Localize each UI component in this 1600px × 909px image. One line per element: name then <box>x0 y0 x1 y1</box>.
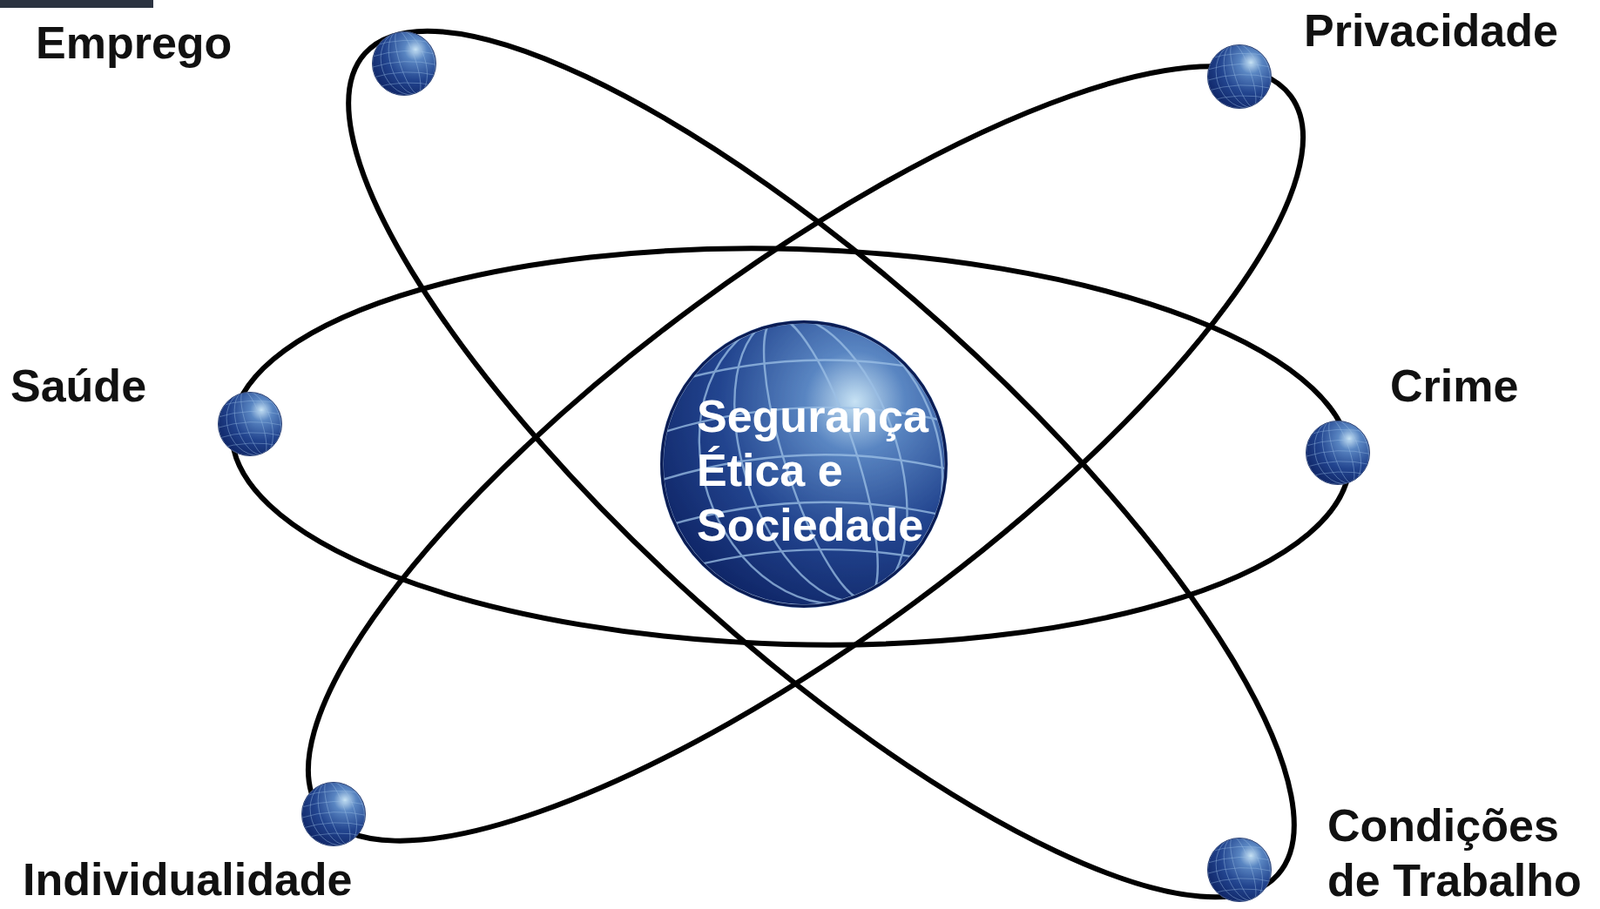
topic-label: Privacidade <box>1303 3 1559 58</box>
orbit-globe: Condições de Trabalho <box>1206 837 1273 904</box>
topic-label: Individualidade <box>22 852 353 907</box>
orbit-globe: Saúde <box>216 391 284 458</box>
orbit-globe: Emprego <box>371 30 438 97</box>
topic-label: Saúde <box>10 358 147 413</box>
orbit-ellipse <box>210 0 1401 909</box>
orbit-globe: Crime <box>1304 419 1371 487</box>
orbit-globe: Individualidade <box>300 781 367 848</box>
globe-circle <box>1304 419 1371 487</box>
center-globe: Segurança Ética e Sociedade <box>655 316 952 613</box>
orbit-ellipse <box>241 0 1402 909</box>
topic-label: Crime <box>1390 358 1519 413</box>
orbit-ellipse <box>226 233 1356 661</box>
globe-circle <box>371 30 438 97</box>
center-title: Segurança Ética e Sociedade <box>696 389 941 553</box>
topic-label: Condições de Trabalho <box>1327 798 1594 908</box>
corner-bar <box>0 0 154 8</box>
orbit-globe: Privacidade <box>1206 43 1273 110</box>
topic-label: Emprego <box>35 15 232 70</box>
globe-circle <box>300 781 367 848</box>
globe-circle <box>216 391 284 458</box>
globe-circle <box>1206 43 1273 110</box>
globe-circle <box>1206 837 1273 904</box>
